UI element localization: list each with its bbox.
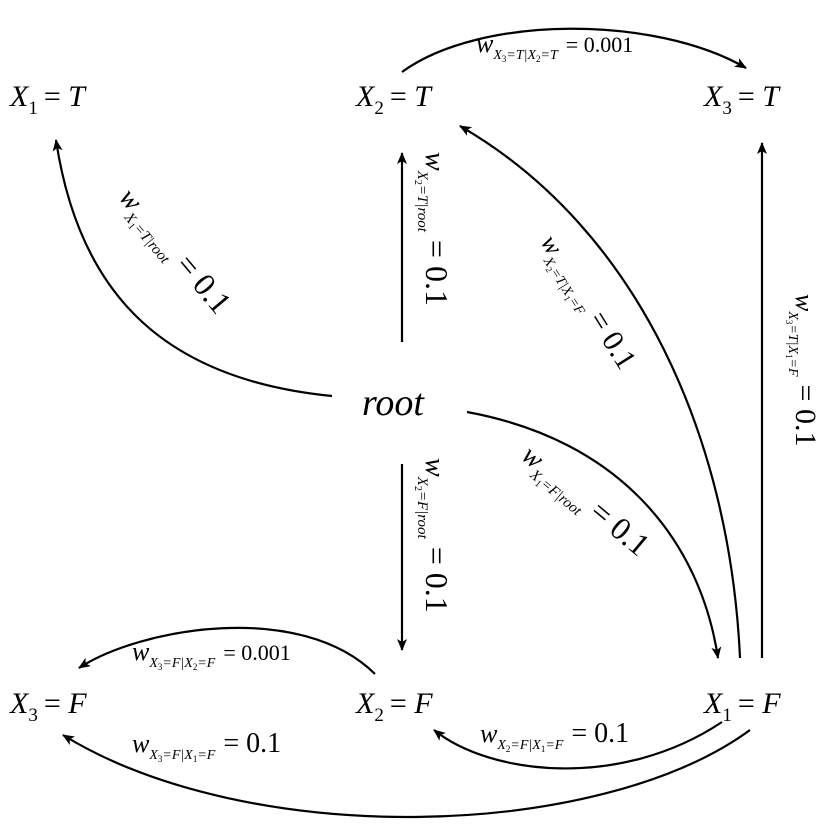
node-x3-true: X3= T [703,80,781,119]
edge-x1f-to-x3f [62,729,751,818]
label-x1f-to-x2t: wX2=T|X1=F= 0.1 [530,228,643,377]
label-root-to-x1f: wX1=F|root= 0.1 [511,436,657,568]
node-x1-false: X1= F [703,687,781,726]
label-root-to-x2t: wX2=T|root= 0.1 [412,152,455,306]
label-x1f-to-x2f: wX2=F|X1=F= 0.1 [480,718,629,754]
label-x2f-to-x3f: wX3=F|X2=F= 0.001 [132,637,291,672]
edge-x1f-to-x2f [433,721,723,770]
label-x1f-to-x3f: wX3=F|X1=F= 0.1 [132,728,281,764]
node-x2-false: X2= F [355,687,433,726]
edge-x2f-to-x3f [78,626,376,675]
label-root-to-x2f: wX2=F|root= 0.1 [412,458,455,613]
label-x1f-to-x3t: wX3=T|X1=F= 0.1 [784,294,822,446]
node-x3-false: X3= F [9,687,87,726]
node-x1-true: X1= T [9,80,87,119]
label-root-to-x1t: wX1=T|root= 0.1 [107,179,239,325]
edge-root-to-x1t [52,139,333,398]
edge-x1f-to-x2t [459,125,742,659]
edge-x2t-to-x3t [401,27,747,73]
node-root: root [362,382,425,424]
edge-root-to-x1f [466,410,722,659]
node-x2-true: X2= T [355,80,433,119]
label-x2t-to-x3t: wX3=T|X2=T= 0.001 [476,29,633,64]
